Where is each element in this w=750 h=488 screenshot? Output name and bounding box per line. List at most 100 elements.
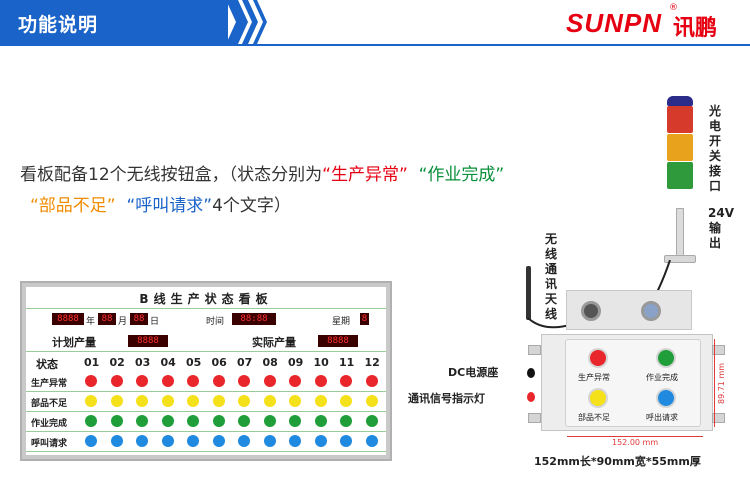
antenna: [526, 266, 531, 320]
output-label: 24V输出: [708, 206, 734, 250]
description-prefix: 看板配备12个无线按钮盒，（状态分别为: [20, 165, 323, 185]
description-line-1: 看板配备12个无线按钮盒，（状态分别为“生产异常” “作业完成”: [20, 162, 504, 189]
description-line-2: “部品不足” “呼叫请求”4个文字）: [30, 191, 291, 216]
month-display: 88: [98, 313, 116, 325]
status-lamp: [161, 435, 174, 447]
status-lamp: [212, 435, 225, 447]
mount-ear-left-top: [528, 345, 541, 355]
antenna-connector: [581, 301, 601, 321]
status-lamp: [110, 375, 123, 387]
status-lamp: [238, 395, 250, 407]
tower-cap: [667, 96, 693, 106]
header-stripes: [226, 0, 267, 44]
complete-button[interactable]: [658, 350, 674, 366]
status-lamp: [365, 375, 378, 387]
mount-ear-left-bottom: [528, 413, 541, 423]
shortage-button[interactable]: [590, 390, 606, 406]
time-display: 88:88: [232, 313, 276, 325]
abnormal-button[interactable]: [590, 350, 606, 366]
status-lamp: [340, 375, 352, 387]
status-lamp: [187, 435, 199, 447]
button-panel: 生产异常 作业完成 部品不足 呼出请求: [565, 339, 701, 427]
status-lamp: [365, 395, 378, 407]
year-display: 8888: [52, 313, 84, 325]
status-lamp: [263, 375, 276, 387]
status-lamp: [110, 415, 123, 427]
interface-label: 光电开关接口: [708, 104, 721, 193]
status-lamp: [161, 415, 174, 427]
status-lamp: [263, 435, 276, 447]
status-lamp: [85, 375, 97, 387]
status-lamp: [314, 415, 327, 427]
status-lamp: [136, 395, 148, 407]
column-number: 12: [364, 356, 380, 369]
status-lamp: [340, 435, 352, 447]
header-divider: [0, 44, 750, 46]
actual-output-label: 实际产量: [252, 336, 296, 349]
row-label: 部品不足: [31, 399, 68, 409]
board-title: B线生产状态看板: [139, 292, 273, 306]
status-lamp: [161, 375, 174, 387]
row-label: 呼叫请求: [31, 439, 68, 449]
status-lamp: [340, 395, 352, 407]
page-title: 功能说明: [18, 14, 99, 36]
status-lamp: [365, 415, 378, 427]
signal-led-icon: [527, 392, 535, 402]
row-divider: [26, 411, 386, 412]
status-lamp: [212, 395, 225, 407]
status-lamp: [85, 395, 97, 407]
status-lamp: [110, 395, 123, 407]
month-unit: 月: [118, 317, 128, 327]
mount-ear-right-top: [712, 345, 725, 355]
column-number: 02: [109, 356, 125, 369]
status-lamp: [263, 415, 276, 427]
status-lamp: [136, 375, 148, 387]
status-lamp: [289, 395, 301, 407]
board-divider: [26, 308, 386, 309]
row-label: 生产异常: [31, 379, 68, 389]
column-number: 04: [160, 356, 176, 369]
day-display: 88: [130, 313, 148, 325]
column-number: 03: [135, 356, 151, 369]
plan-output-display: 8888: [128, 335, 168, 347]
status-lamp: [340, 415, 352, 427]
status-lamp: [238, 375, 250, 387]
status-lamp: [314, 435, 327, 447]
status-lamp: [289, 415, 301, 427]
height-dimension-line: [714, 339, 715, 427]
description-suffix: 4个文字）: [212, 196, 291, 216]
day-unit: 日: [150, 317, 160, 327]
column-number: 07: [237, 356, 253, 369]
board-face: B线生产状态看板 8888 年 88 月 88 日 时间 88:88 星期 8 …: [26, 287, 386, 455]
status-abnormal-text: “生产异常”: [322, 165, 408, 185]
time-label: 时间: [206, 317, 225, 327]
registered-mark: ®: [669, 3, 678, 13]
call-button-label: 呼出请求: [646, 413, 678, 422]
weekday-label: 星期: [332, 317, 351, 327]
status-lamp: [136, 415, 148, 427]
tower-lamp: [667, 134, 693, 161]
weekday-display: 8: [360, 313, 369, 325]
width-dimension: 152.00 mm: [612, 438, 659, 447]
tower-lamp: [667, 162, 693, 189]
status-lamp: [289, 435, 301, 447]
row-divider: [26, 451, 386, 452]
year-unit: 年: [86, 317, 96, 327]
complete-button-label: 作业完成: [646, 373, 678, 382]
device-size: 152mm长*90mm宽*55mm厚: [534, 455, 701, 468]
status-lamp: [263, 395, 276, 407]
status-lamp: [314, 375, 327, 387]
status-lamp: [314, 395, 327, 407]
abnormal-button-label: 生产异常: [578, 373, 610, 382]
plan-output-label: 计划产量: [52, 336, 96, 349]
column-number: 10: [313, 356, 329, 369]
column-number: 05: [186, 356, 202, 369]
height-dimension: 89.71 mm: [717, 362, 726, 404]
status-lamp: [238, 415, 250, 427]
header-title-bg: [0, 0, 228, 44]
status-shortage-text: “部品不足”: [30, 196, 116, 216]
photoelectric-connector: [641, 301, 661, 321]
status-lamp: [238, 435, 250, 447]
call-button[interactable]: [658, 390, 674, 406]
status-lamp: [365, 435, 378, 447]
